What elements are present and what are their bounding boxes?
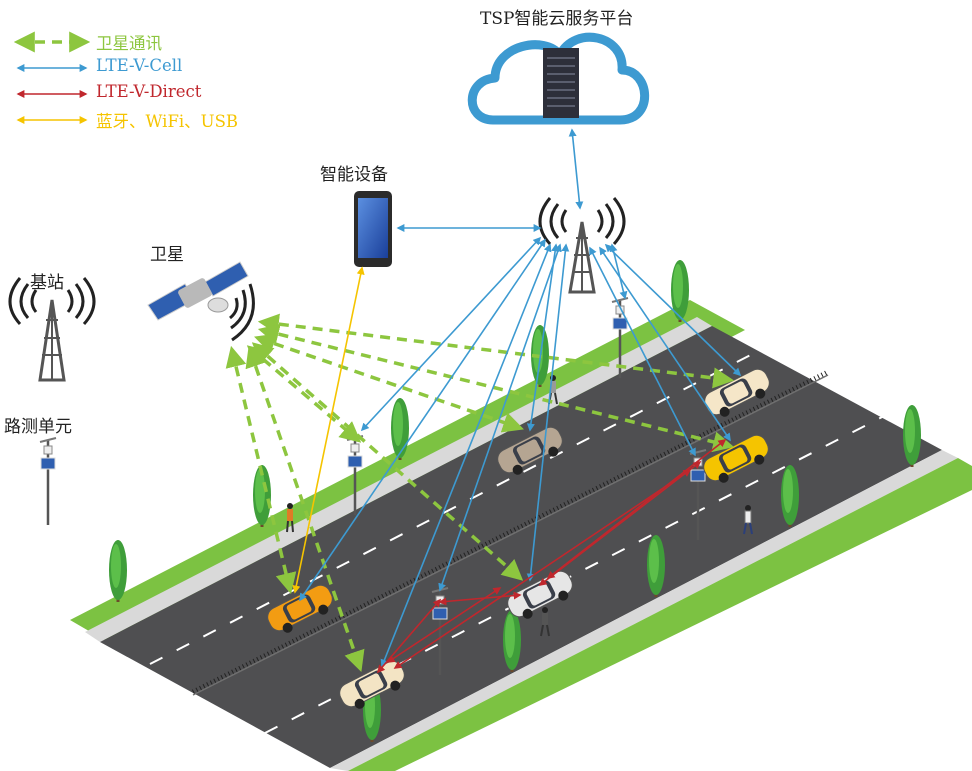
satellite-label: 卫星	[150, 245, 184, 265]
tree-icon	[781, 465, 799, 527]
legend-label-cell: LTE-V-Cell	[96, 56, 183, 75]
tree-icon	[109, 540, 127, 602]
roadside-unit-icon	[39, 437, 57, 525]
rsu-label: 路测单元	[4, 417, 72, 437]
satellite-icon	[147, 261, 255, 342]
cloud-label: TSP智能云服务平台	[480, 9, 634, 29]
cloud-server-icon	[467, 32, 650, 125]
base-station-label: 基站	[30, 273, 64, 293]
cell-tower-icon	[538, 197, 626, 294]
tablet-icon	[354, 191, 392, 267]
legend-label-short-range: 蓝牙、WiFi、USB	[96, 112, 239, 131]
device-label: 智能设备	[320, 165, 388, 185]
tree-icon	[903, 405, 921, 467]
legend-lines	[13, 31, 91, 124]
links-direct	[376, 439, 727, 674]
links-short-range	[292, 266, 365, 594]
cell-tower-icon	[8, 277, 96, 382]
legend-label-direct: LTE-V-Direct	[96, 82, 202, 101]
road-scene	[70, 300, 972, 771]
legend-label-satellite: 卫星通讯	[96, 34, 162, 53]
